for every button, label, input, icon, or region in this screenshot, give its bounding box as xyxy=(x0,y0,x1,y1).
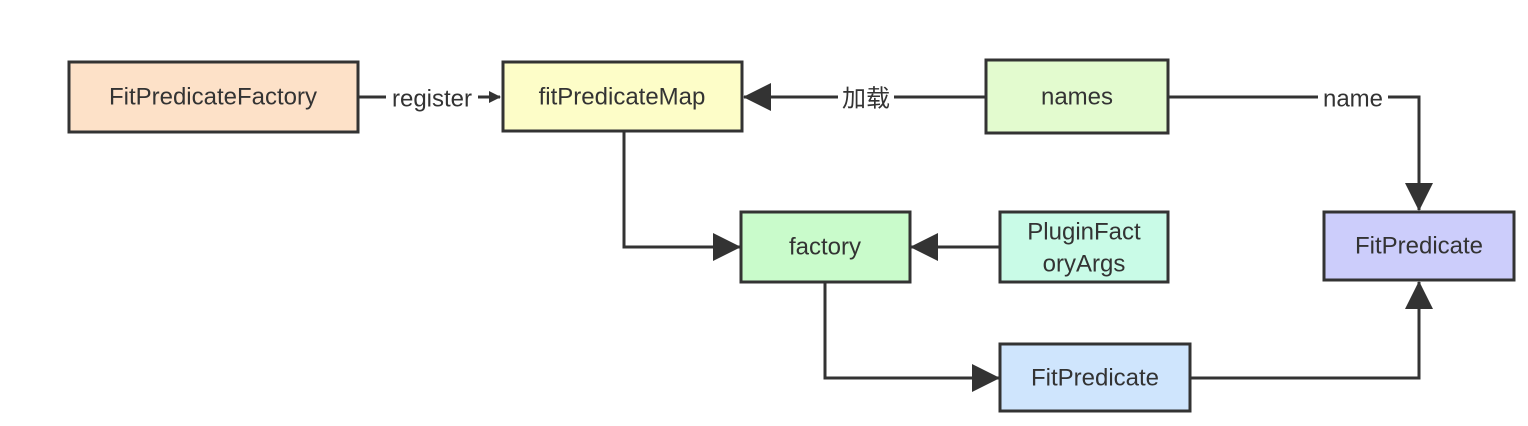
node-label-line1: PluginFact xyxy=(1027,219,1141,246)
node-fit-predicate-map[interactable]: fitPredicateMap xyxy=(501,60,744,133)
node-label: factory xyxy=(789,234,861,261)
node-label: FitPredicate xyxy=(1355,233,1483,260)
node-fit-predicate-factory[interactable]: FitPredicateFactory xyxy=(67,60,360,134)
edge-load: 加载 xyxy=(743,83,986,113)
node-label-line2: oryArgs xyxy=(1043,251,1126,278)
node-factory[interactable]: factory xyxy=(739,210,912,284)
edge-label-load: 加载 xyxy=(842,86,890,113)
node-label: FitPredicate xyxy=(1031,365,1159,392)
node-fit-predicate-mid[interactable]: FitPredicate xyxy=(998,342,1192,413)
node-plugin-factory-args[interactable]: PluginFact oryArgs xyxy=(998,210,1170,284)
edge-factory-to-fitpredicate xyxy=(823,282,1000,392)
node-label: names xyxy=(1041,84,1113,111)
edge-register: register xyxy=(358,84,501,113)
edge-name: name xyxy=(1168,84,1433,211)
node-names[interactable]: names xyxy=(984,58,1170,135)
edge-label-name: name xyxy=(1323,86,1383,113)
edge-label-register: register xyxy=(392,86,472,113)
edge-map-to-factory xyxy=(622,131,741,261)
node-fit-predicate-right[interactable]: FitPredicate xyxy=(1322,210,1516,282)
node-label: FitPredicateFactory xyxy=(109,84,317,111)
edge-fitpredicate-to-result xyxy=(1190,281,1433,380)
node-label: fitPredicateMap xyxy=(539,84,706,111)
